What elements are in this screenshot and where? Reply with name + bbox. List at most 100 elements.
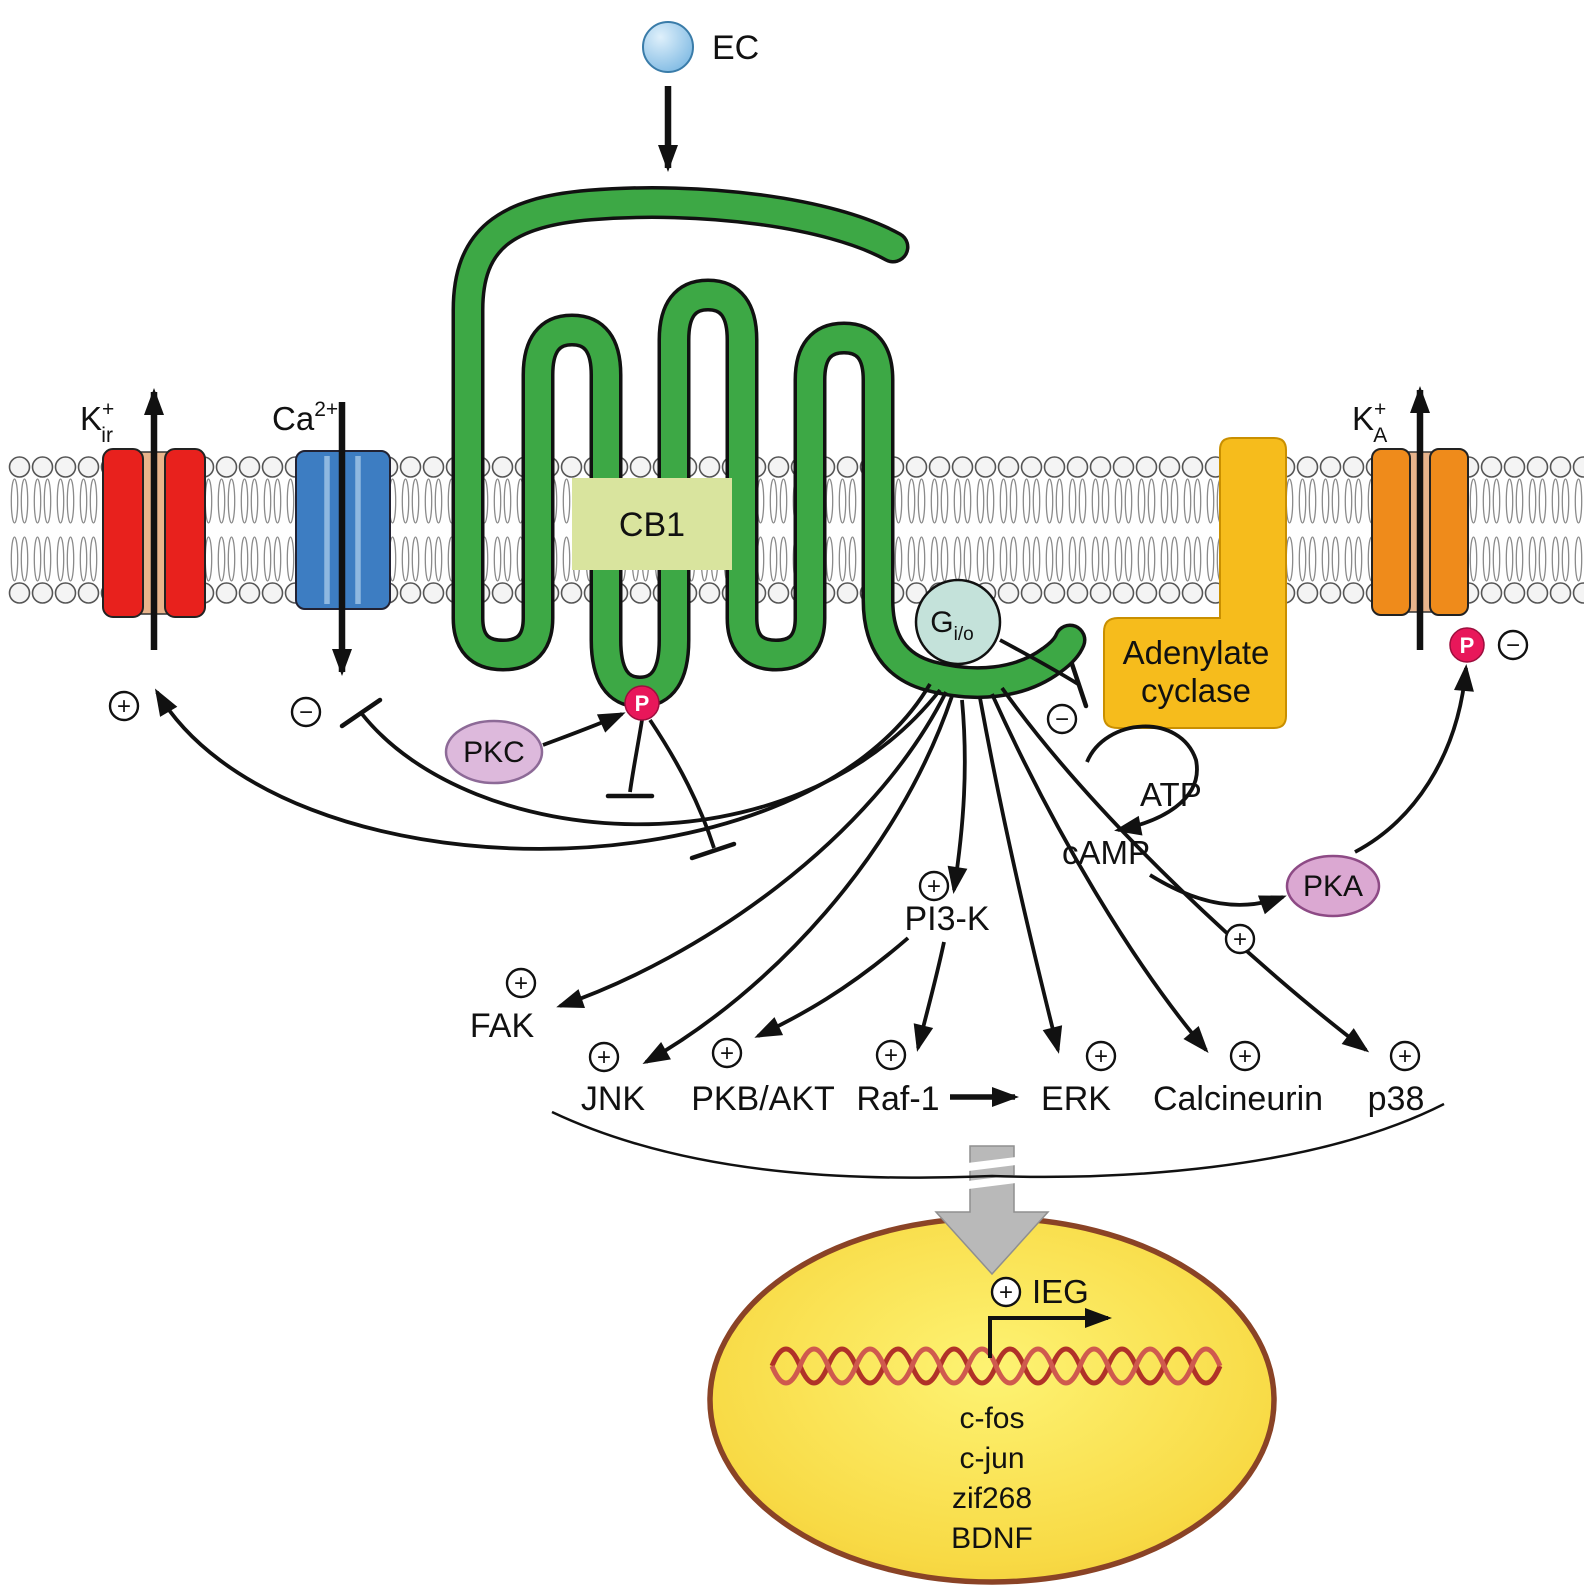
- ka-label-sup: +: [1374, 398, 1386, 421]
- activation-sign-kir: +: [108, 690, 140, 722]
- gio-to-kir-activation-arrow: [154, 683, 932, 851]
- plus-glyph: +: [1094, 1043, 1108, 1070]
- phospho-inhibition-line-2: [648, 718, 716, 849]
- phospho-inhibition-line-1: [628, 719, 644, 793]
- activation-sign-pka: +: [1224, 923, 1256, 955]
- ka-phospho-site: [1449, 627, 1485, 663]
- ka-subunit-right: [1429, 448, 1469, 616]
- minus-glyph: −: [299, 699, 313, 726]
- adenylate-cyclase-label-2: cyclase: [1141, 672, 1251, 709]
- adenylate-cyclase: [1103, 437, 1287, 729]
- sign-circle: [108, 690, 140, 722]
- receptor-phospho-label: P: [635, 691, 650, 716]
- sign-circle: [505, 967, 537, 999]
- plus-glyph: +: [1233, 926, 1247, 953]
- gio-to-erk-arrow: [978, 697, 1063, 1054]
- transcription-start-arrow: [988, 1308, 1112, 1358]
- pka-to-ka-phospho-arrow: [1354, 664, 1474, 854]
- kir-label-base: K: [80, 400, 102, 437]
- plus-glyph: +: [884, 1042, 898, 1069]
- activation-sign-calcineurin: +: [1229, 1040, 1261, 1072]
- inhibition-sign-ca: −: [290, 696, 322, 728]
- kir-subunit-right: [164, 448, 206, 618]
- ec-label: EC: [712, 29, 759, 67]
- sign-circle: [711, 1037, 743, 1069]
- pka-enzyme: [1285, 854, 1381, 918]
- activation-sign-fak: +: [505, 967, 537, 999]
- gio-to-ac-inhibition-tbar: [1069, 661, 1089, 709]
- pka-label: PKA: [1303, 870, 1363, 903]
- ec-ligand: [642, 21, 694, 73]
- kir-label-sup: +: [102, 398, 114, 421]
- dna-strand-2: [769, 1346, 1223, 1386]
- gio-to-fak-arrow: [556, 691, 948, 1008]
- sign-circle: [1229, 1040, 1261, 1072]
- kir-subunit-left: [102, 448, 144, 618]
- erk-label: ERK: [1041, 1080, 1111, 1118]
- atp-to-camp-arrow: [1085, 724, 1199, 836]
- plus-glyph: +: [514, 970, 528, 997]
- plus-glyph: +: [927, 873, 941, 900]
- phospho-inhibition-tbar-2: [689, 841, 737, 861]
- pi3k-label: PI3-K: [904, 900, 989, 938]
- activation-sign-p38: +: [1389, 1040, 1421, 1072]
- pkc-label: PKC: [463, 736, 525, 769]
- gene-bdnf: BDNF: [951, 1522, 1033, 1555]
- sign-circle: [990, 1276, 1022, 1308]
- plus-glyph: +: [999, 1279, 1013, 1306]
- kir-channel: [102, 388, 206, 650]
- plus-glyph: +: [1238, 1043, 1252, 1070]
- activation-sign-erk: +: [1085, 1040, 1117, 1072]
- pkb-akt-label: PKB/AKT: [691, 1080, 835, 1118]
- gene-c-jun: c-jun: [959, 1442, 1024, 1475]
- plus-glyph: +: [1398, 1043, 1412, 1070]
- raf1-label: Raf-1: [856, 1080, 939, 1118]
- pi3k-to-pkb-arrow: [754, 936, 910, 1038]
- ka-channel: [1371, 386, 1469, 650]
- g-protein-label: Gi/o: [930, 606, 973, 645]
- pkc-to-phospho-arrow: [542, 712, 626, 747]
- fak-label: FAK: [470, 1007, 535, 1045]
- convergence-brace: [551, 1102, 1445, 1179]
- gio-to-pi3k-arrow: [947, 699, 968, 894]
- sign-circle: [1389, 1040, 1421, 1072]
- sign-circle: [918, 870, 950, 902]
- p38-label: p38: [1368, 1080, 1425, 1118]
- calcium-label: Ca2+: [272, 398, 338, 437]
- gio-to-ac-inhibition-line: [999, 638, 1079, 686]
- gio-to-calcineurin-arrow: [990, 693, 1209, 1054]
- plus-glyph: +: [117, 693, 131, 720]
- gene-c-fos: c-fos: [959, 1402, 1024, 1435]
- minus-glyph: −: [1506, 632, 1520, 659]
- sign-circle: [875, 1039, 907, 1071]
- ka-label-sub: A: [1373, 424, 1387, 447]
- activation-sign-pi3k: +: [918, 870, 950, 902]
- g-protein-label-sub: i/o: [954, 624, 974, 645]
- gio-to-jnk-arrow: [642, 695, 954, 1064]
- sign-circle: [1224, 923, 1256, 955]
- pi3k-to-raf1-arrow: [913, 941, 946, 1052]
- ka-label-base: K: [1352, 400, 1374, 437]
- ka-subunit-left: [1371, 448, 1411, 616]
- activation-sign-pkb-akt: +: [711, 1037, 743, 1069]
- cb1-label: CB1: [619, 506, 685, 544]
- convergence-arrow-gap: [959, 1174, 1025, 1190]
- activation-sign-jnk: +: [588, 1041, 620, 1073]
- activation-sign-raf1: +: [875, 1039, 907, 1071]
- camp-to-pka-arrow: [1148, 873, 1287, 915]
- sign-circle: [290, 696, 322, 728]
- gene-zif268: zif268: [952, 1482, 1032, 1515]
- jnk-label: JNK: [581, 1080, 646, 1118]
- receptor-phospho-site: [624, 685, 660, 721]
- inhibition-sign-ac: −: [1046, 703, 1078, 735]
- gio-to-ca-inhibition-tbar: [339, 697, 383, 729]
- gio-to-p38-arrow: [1000, 686, 1370, 1053]
- sign-circle: [1046, 703, 1078, 735]
- minus-glyph: −: [1055, 706, 1069, 733]
- camp-label: cAMP: [1062, 834, 1150, 871]
- ka-phospho-label: P: [1460, 633, 1475, 658]
- gio-to-ca-inhibition-line: [360, 688, 942, 827]
- activation-sign-ieg: +: [990, 1276, 1022, 1308]
